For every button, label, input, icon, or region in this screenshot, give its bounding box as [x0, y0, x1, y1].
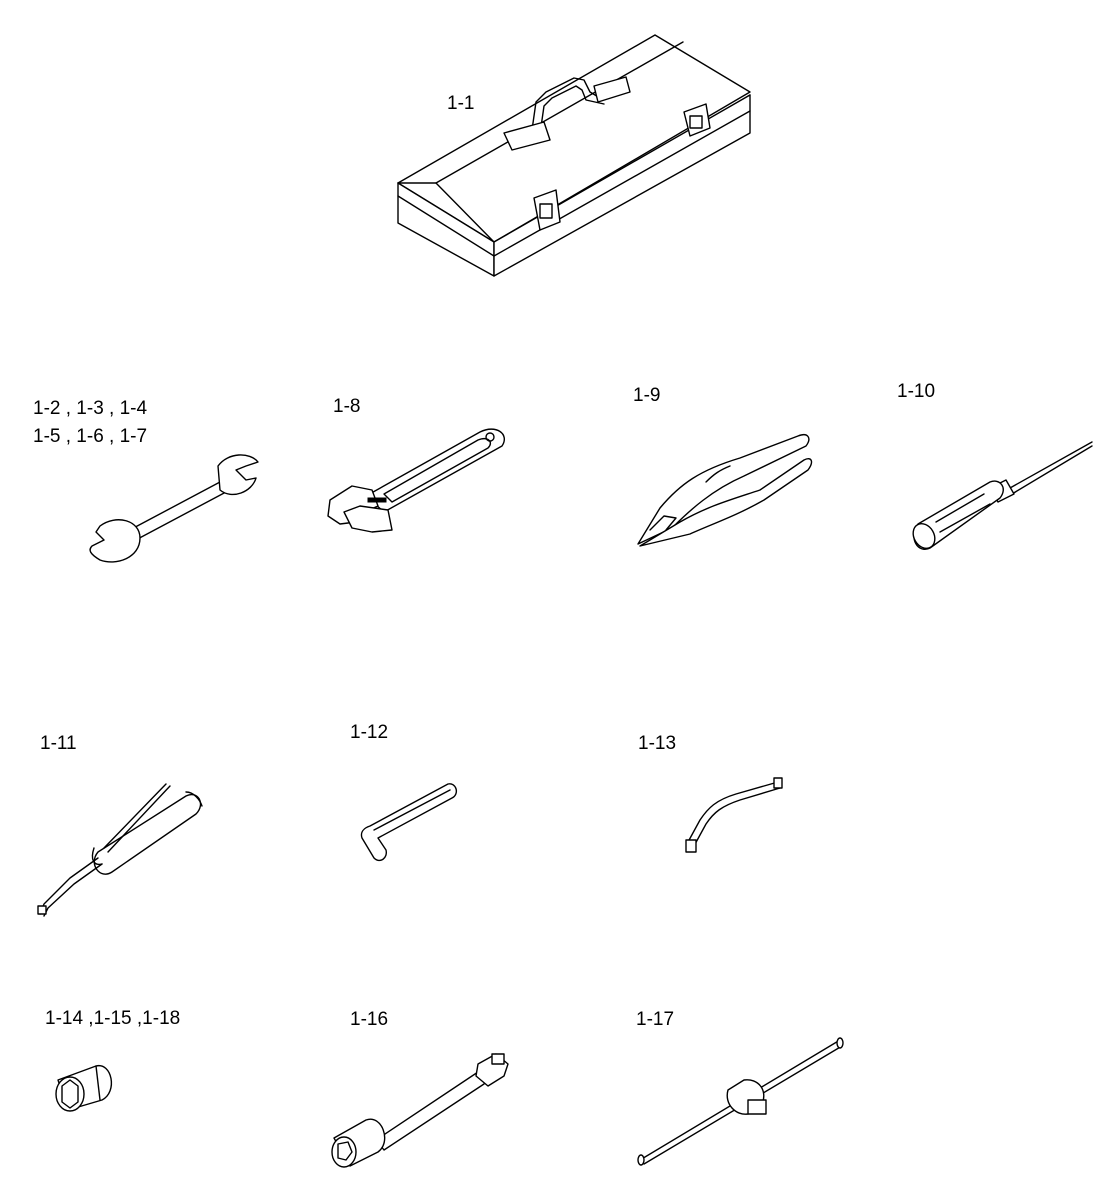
- label-screwdriver: 1-10: [897, 381, 936, 402]
- label-bent-bar: 1-13: [638, 733, 677, 754]
- label-spanner-row-1: 1-2 , 1-3 , 1-4: [33, 398, 148, 419]
- bent-bar-drawing: [685, 777, 783, 853]
- label-extension-bar: 1-16: [350, 1009, 389, 1030]
- t-handle-drawing: [637, 1037, 844, 1166]
- toolbox-drawing: [397, 34, 751, 277]
- extension-bar-drawing: [331, 1053, 509, 1168]
- label-t-handle: 1-17: [636, 1009, 675, 1030]
- label-hex-key: 1-12: [350, 722, 389, 743]
- spanner-drawing: [89, 454, 259, 563]
- grease-gun-drawing: [37, 783, 203, 917]
- pliers-drawing: [637, 434, 813, 547]
- label-grease-gun: 1-11: [40, 733, 77, 754]
- adjustable-wrench-drawing: [327, 428, 505, 533]
- label-sockets: 1-14 ,1-15 ,1-18: [45, 1008, 181, 1029]
- label-toolbox: 1-1: [447, 93, 475, 114]
- hex-key-drawing: [360, 783, 458, 862]
- label-pliers: 1-9: [633, 385, 661, 406]
- label-adjustable-wrench: 1-8: [333, 396, 361, 417]
- socket-drawing: [55, 1065, 113, 1112]
- label-spanner-row-2: 1-5 , 1-6 , 1-7: [33, 426, 148, 447]
- screwdriver-drawing: [912, 441, 1093, 550]
